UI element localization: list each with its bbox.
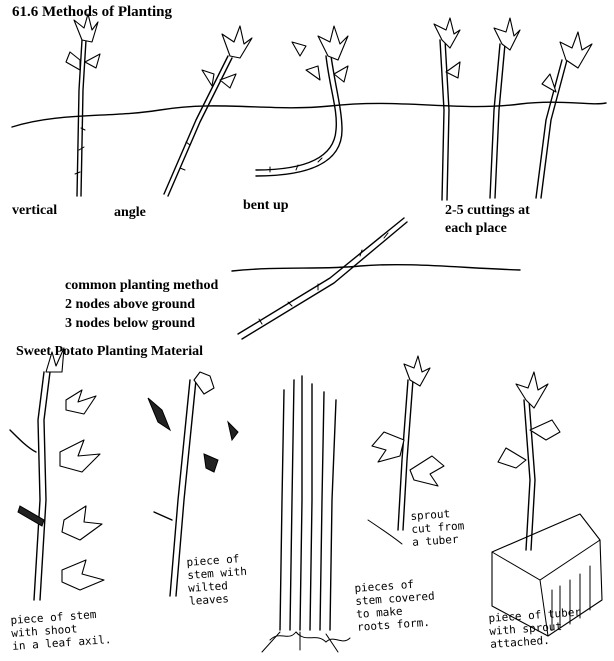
- stem-wilted-drawing: [147, 371, 239, 597]
- stem-shoot-drawing: [9, 347, 105, 601]
- label-bent-up: bent up: [243, 198, 289, 213]
- angle-cutting-drawing: [163, 25, 253, 197]
- tuber-drawing: [491, 371, 603, 637]
- label-vertical: vertical: [12, 203, 58, 218]
- ground-line: [11, 101, 607, 128]
- page-title: 61.6 Methods of Planting: [12, 4, 173, 20]
- vertical-cutting-drawing: [65, 13, 101, 197]
- bent-cutting-drawing: [255, 25, 349, 177]
- label-tuber: piece of tuber with sprout attached.: [488, 605, 582, 651]
- multi-cuttings-drawing: [433, 17, 593, 201]
- label-cuttings-line2: each place: [445, 221, 507, 236]
- label-stem-shoot: piece of stem with shoot in a leaf axil.: [10, 607, 112, 653]
- common-method-drawing: [237, 217, 408, 340]
- label-nodes-above: 2 nodes above ground: [65, 297, 196, 312]
- label-nodes-below: 3 nodes below ground: [65, 316, 196, 331]
- label-common-method: common planting method: [65, 278, 219, 293]
- section-title: Sweet Potato Planting Material: [16, 344, 204, 359]
- label-stem-cored: pieces of stem covered to make roots for…: [354, 577, 436, 634]
- sprout-drawing: [367, 355, 445, 545]
- label-sprout: sprout cut from a tuber: [410, 507, 465, 549]
- stem-cored-drawing: [261, 375, 351, 653]
- label-cuttings-line1: 2-5 cuttings at: [445, 203, 530, 218]
- label-stem-wilted: piece of stem with wilted leaves: [186, 552, 248, 608]
- label-angle: angle: [114, 205, 146, 220]
- ground-line-middle: [231, 263, 521, 272]
